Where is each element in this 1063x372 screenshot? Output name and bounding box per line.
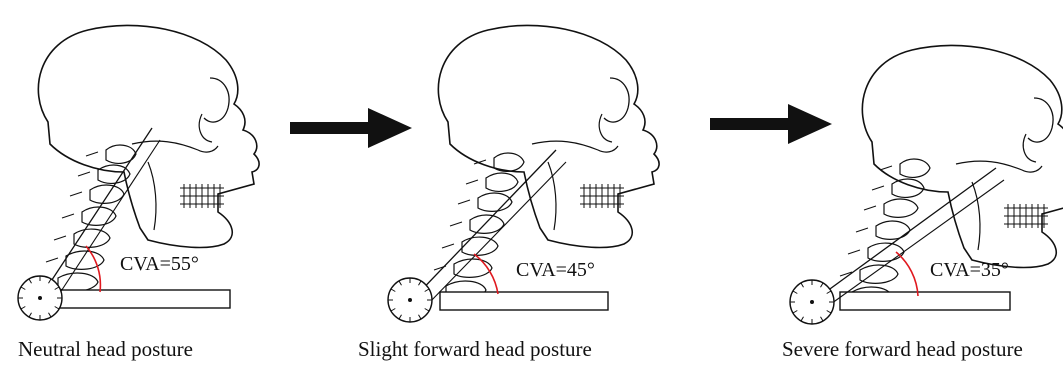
protractor-icon bbox=[388, 278, 432, 322]
panel-caption: Neutral head posture bbox=[18, 337, 193, 361]
tragus-c7-line-parallel bbox=[54, 140, 160, 302]
panel-neutral: CVA=55° Neutral head posture bbox=[18, 25, 259, 361]
cervical-spine-icon bbox=[434, 153, 524, 299]
tragus-c7-line bbox=[812, 168, 996, 302]
arrow-right-icon bbox=[710, 104, 832, 144]
cva-label: CVA=45° bbox=[516, 259, 595, 281]
panel-caption: Slight forward head posture bbox=[358, 337, 592, 361]
panel-severe-forward: CVA=35° Severe forward head posture bbox=[782, 45, 1063, 361]
horizontal-reference-bar bbox=[840, 292, 1010, 310]
skull-icon bbox=[438, 25, 659, 247]
cva-label: CVA=55° bbox=[120, 253, 199, 275]
cva-angle-arc bbox=[896, 252, 918, 296]
panel-caption: Severe forward head posture bbox=[782, 337, 1023, 361]
horizontal-reference-bar bbox=[58, 290, 230, 308]
arrow-right-icon bbox=[290, 108, 412, 148]
skull-icon bbox=[862, 45, 1063, 267]
protractor-icon bbox=[18, 276, 62, 320]
skull-icon bbox=[38, 25, 259, 247]
tragus-c7-line-parallel bbox=[428, 162, 566, 304]
cva-label: CVA=35° bbox=[930, 259, 1009, 281]
protractor-icon bbox=[790, 280, 834, 324]
tragus-c7-line-parallel bbox=[828, 180, 1004, 306]
panel-slight-forward: CVA=45° Slight forward head posture bbox=[358, 25, 659, 361]
horizontal-reference-bar bbox=[440, 292, 608, 310]
